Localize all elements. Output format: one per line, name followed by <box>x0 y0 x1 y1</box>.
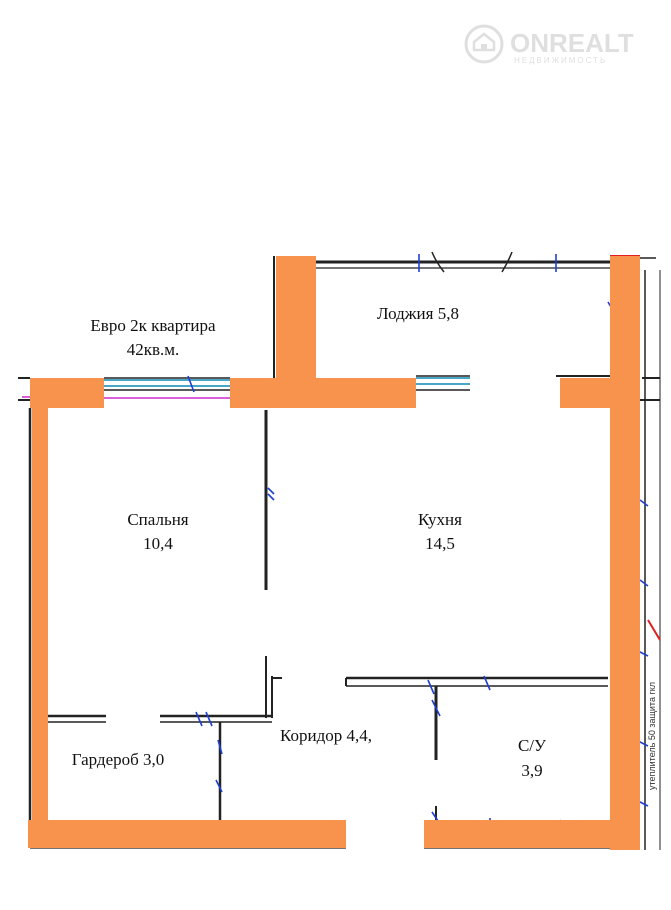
apartment-title-line1: Евро 2к квартира <box>90 316 216 335</box>
kitchen-area: 14,5 <box>425 534 455 553</box>
wardrobe-label: Гардероб 3,0 <box>72 750 165 769</box>
watermark-tagline: НЕДВИЖИМОСТЬ <box>514 56 607 65</box>
windows <box>104 377 470 387</box>
bedroom-area: 10,4 <box>143 534 173 553</box>
watermark-logo: ONREALT НЕДВИЖИМОСТЬ <box>464 24 634 65</box>
corridor-label: Коридор 4,4, <box>280 726 372 745</box>
apartment-title-line2: 42кв.м. <box>127 340 180 359</box>
bathroom-name: С/У <box>518 736 547 755</box>
kitchen-name: Кухня <box>418 510 462 529</box>
insulation-note: утеплитель 50 защита гкл <box>647 682 657 790</box>
dimension-ticks <box>39 254 649 831</box>
bathroom-area: 3,9 <box>521 761 542 780</box>
watermark-brand: ONREALT <box>510 28 634 58</box>
loggia-door-arcs <box>431 251 513 273</box>
house-icon <box>464 24 504 64</box>
bedroom-name: Спальня <box>127 510 188 529</box>
window-frames <box>104 375 470 391</box>
bearing-walls <box>28 256 640 850</box>
loggia-label: Лоджия 5,8 <box>377 304 459 323</box>
